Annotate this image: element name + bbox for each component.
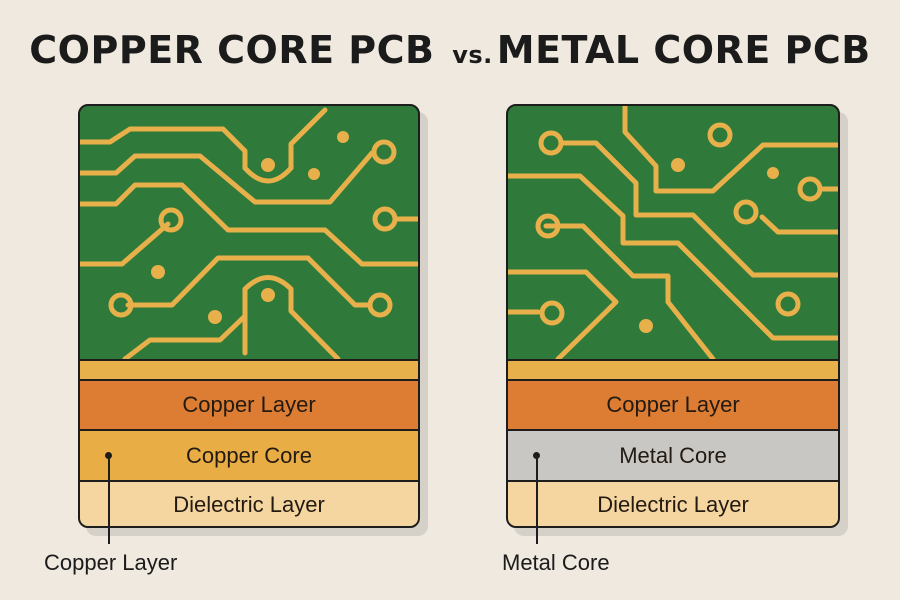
dielectric-layer-label: Dielectric Layer (597, 492, 749, 517)
dielectric-layer: Dielectric Layer (80, 480, 418, 526)
copper-core-label: Copper Core (186, 442, 312, 468)
copper-core-layer: Copper Core (80, 429, 418, 480)
copper-core-pcb-diagram: Copper Layer Copper Core Dielectric Laye… (78, 104, 420, 528)
circuit-traces-icon (80, 107, 418, 359)
copper-layer: Copper Layer (508, 379, 838, 429)
circuit-traces-icon (508, 106, 838, 359)
metal-core-pcb-diagram: Copper Layer Metal Core Dielectric Layer (506, 104, 840, 528)
top-trace-layer (508, 359, 838, 379)
page-title: COPPER CORE PCB vs.METAL CORE PCB (0, 28, 900, 72)
callout-leader-line (536, 456, 538, 544)
dielectric-layer-label: Dielectric Layer (173, 492, 325, 517)
copper-layer-label: Copper Layer (606, 392, 740, 417)
metal-core-callout: Metal Core (502, 550, 610, 575)
title-vs: vs. (452, 41, 493, 69)
metal-core-layer: Metal Core (508, 429, 838, 480)
title-left: COPPER CORE PCB (29, 28, 435, 72)
title-right: METAL CORE PCB (496, 28, 871, 72)
copper-layer-label: Copper Layer (182, 392, 316, 417)
callout-anchor-dot (105, 452, 112, 459)
callout-anchor-dot (533, 452, 540, 459)
copper-layer: Copper Layer (80, 379, 418, 429)
callout-leader-line (108, 456, 110, 544)
copper-layer-callout: Copper Layer (44, 550, 178, 575)
metal-core-label: Metal Core (619, 442, 727, 468)
top-trace-layer (80, 359, 418, 379)
dielectric-layer: Dielectric Layer (508, 480, 838, 526)
